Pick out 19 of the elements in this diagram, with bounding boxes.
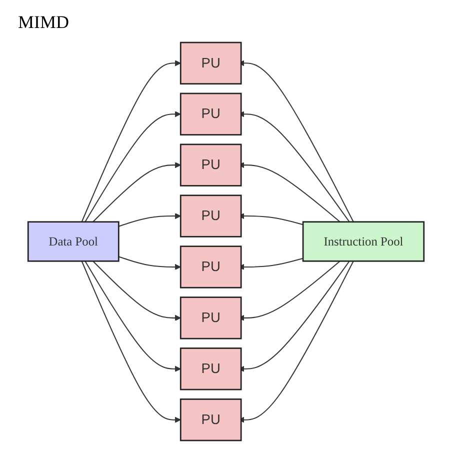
arrow	[92, 162, 181, 222]
arrow	[84, 111, 181, 222]
diagram-label: MIMD	[18, 12, 70, 32]
node-box: PU	[180, 348, 242, 390]
node-box: PU	[180, 296, 242, 340]
arrow	[81, 60, 181, 222]
node-box: Instruction Pool	[302, 221, 425, 262]
arrow	[92, 260, 181, 321]
arrow	[118, 213, 181, 227]
node-box: PU	[180, 194, 242, 238]
node-box: PU	[180, 92, 242, 136]
node-box: Data Pool	[27, 221, 120, 262]
node-box: PU	[180, 42, 242, 84]
node-box: PU	[180, 398, 242, 442]
arrow	[118, 256, 181, 270]
node-box: PU	[180, 246, 242, 288]
arrow	[84, 260, 181, 372]
node-box: PU	[180, 144, 242, 186]
arrow	[81, 260, 181, 423]
